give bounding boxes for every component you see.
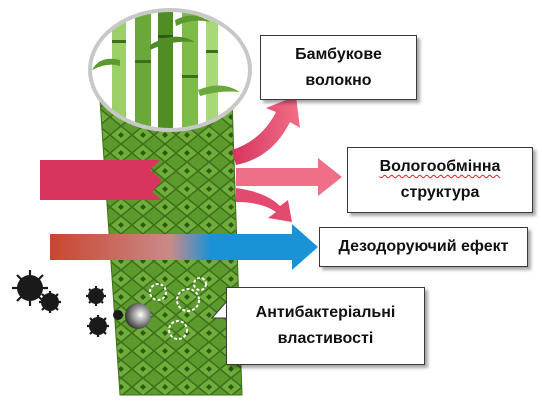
label-moisture-structure: Вологообмінна структура xyxy=(347,147,533,213)
label-deodorizing-effect: Дезодоруючий ефект xyxy=(319,227,528,267)
arrow-moisture-out xyxy=(236,158,342,196)
label-moisture-line2: структура xyxy=(380,180,501,206)
label-antibac-line2: властивості xyxy=(256,326,396,352)
arrow-moisture-down xyxy=(236,188,292,222)
label-bamboo-fiber: Бамбукове волокно xyxy=(260,35,417,100)
label-moisture-line1: Вологообмінна xyxy=(380,154,501,180)
label-bamboo-fiber-line2: волокно xyxy=(295,68,382,94)
arrow-fiber xyxy=(232,96,300,165)
label-bamboo-fiber-line1: Бамбукове xyxy=(295,42,382,68)
label-deodor-text: Дезодоруючий ефект xyxy=(339,234,509,260)
arrow-moisture-in xyxy=(40,160,162,200)
label-antibac-line1: Антибактеріальні xyxy=(256,300,396,326)
dissolving-bacterium xyxy=(125,303,151,329)
bacterium xyxy=(113,310,123,320)
label-antibacterial: Антибактеріальні властивості xyxy=(226,287,425,365)
bacteria-cluster xyxy=(12,270,123,337)
